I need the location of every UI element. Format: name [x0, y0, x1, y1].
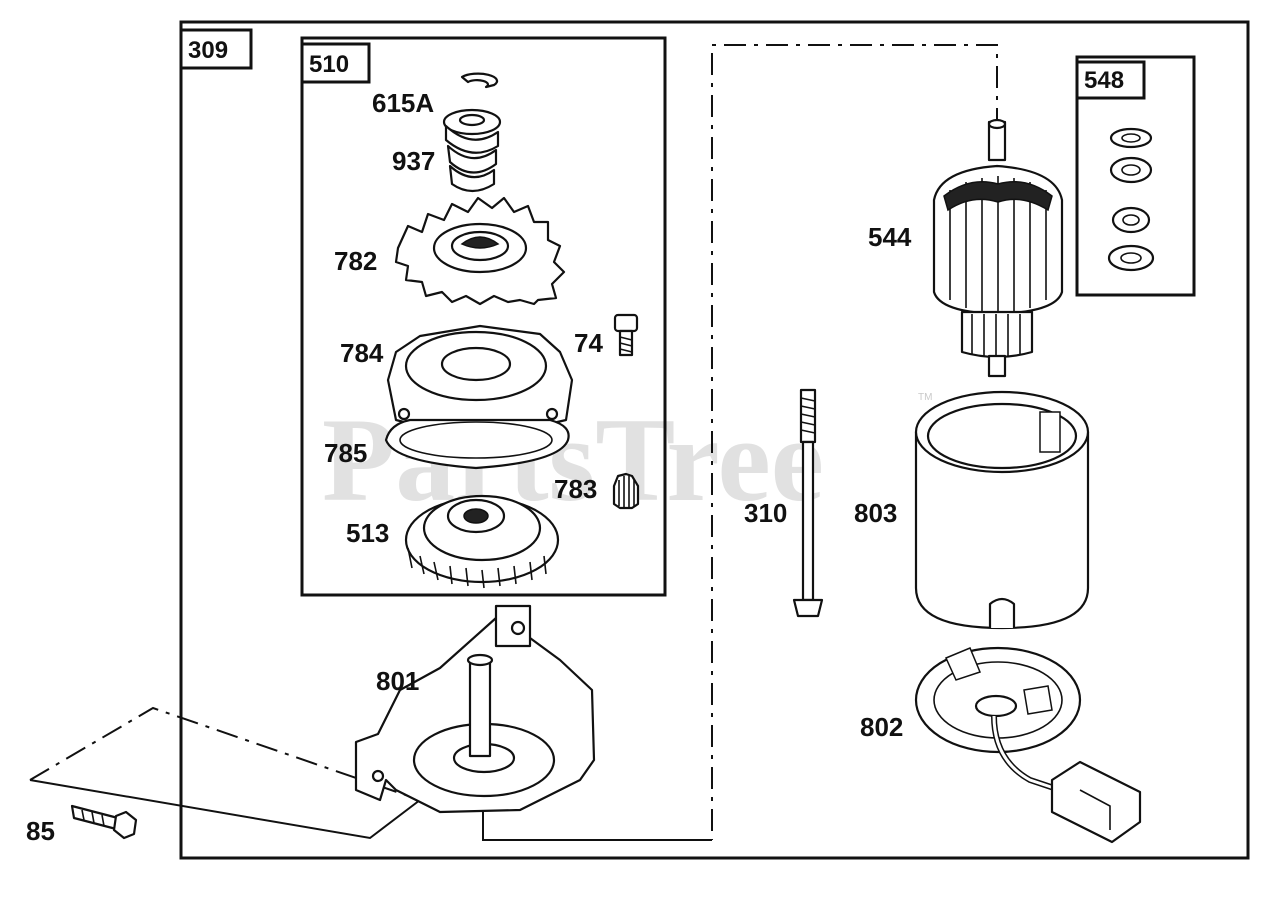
- motor-housing-icon[interactable]: [914, 390, 1090, 630]
- callout-782[interactable]: 782: [334, 246, 377, 276]
- retaining-ring-icon[interactable]: [460, 72, 499, 89]
- brush-plate-icon[interactable]: [914, 646, 1142, 844]
- drive-cap-icon[interactable]: [386, 324, 574, 428]
- group-548-tag: [1075, 60, 1146, 100]
- housing-connector-line: [482, 800, 712, 841]
- group-548-label[interactable]: 548: [1084, 67, 1124, 94]
- group-510-tag: [300, 42, 371, 84]
- pinion-gear-icon[interactable]: [612, 472, 640, 510]
- callout-785[interactable]: 785: [324, 438, 367, 468]
- ring-gear-icon[interactable]: [404, 494, 560, 589]
- gasket-icon[interactable]: [384, 418, 570, 470]
- group-548-frame: [1075, 55, 1196, 297]
- bolt-icon[interactable]: [70, 804, 138, 840]
- armature-icon[interactable]: [932, 118, 1064, 378]
- callout-801[interactable]: 801: [376, 666, 419, 696]
- spring-icon[interactable]: [442, 108, 502, 193]
- bolt-connector-line-lower: [29, 779, 421, 840]
- callout-783[interactable]: 783: [554, 474, 597, 504]
- group-510-label[interactable]: 510: [309, 51, 349, 78]
- through-bolt-icon[interactable]: [792, 388, 824, 618]
- callout-803[interactable]: 803: [854, 498, 897, 528]
- drive-gear-icon[interactable]: [394, 196, 566, 306]
- callout-544[interactable]: 544: [868, 222, 912, 252]
- callout-74[interactable]: 74: [574, 328, 603, 358]
- bolt-connector-line: [29, 706, 421, 801]
- callout-513[interactable]: 513: [346, 518, 389, 548]
- callout-615A[interactable]: 615A: [372, 88, 434, 118]
- callout-85[interactable]: 85: [26, 816, 55, 846]
- callout-802[interactable]: 802: [860, 712, 903, 742]
- armature-connector-line: [711, 44, 998, 840]
- callout-310[interactable]: 310: [744, 498, 787, 528]
- callout-937[interactable]: 937: [392, 146, 435, 176]
- drive-end-housing-icon[interactable]: [354, 604, 596, 814]
- group-309-tag: [179, 28, 253, 70]
- group-309-label[interactable]: 309: [188, 37, 228, 64]
- screw-icon[interactable]: [613, 313, 639, 357]
- group-510-frame: [300, 36, 667, 597]
- washer-set-icon[interactable]: [1107, 127, 1155, 272]
- watermark-trademark: TM: [918, 392, 932, 403]
- callout-784[interactable]: 784: [340, 338, 384, 368]
- group-309-frame: [179, 20, 1250, 860]
